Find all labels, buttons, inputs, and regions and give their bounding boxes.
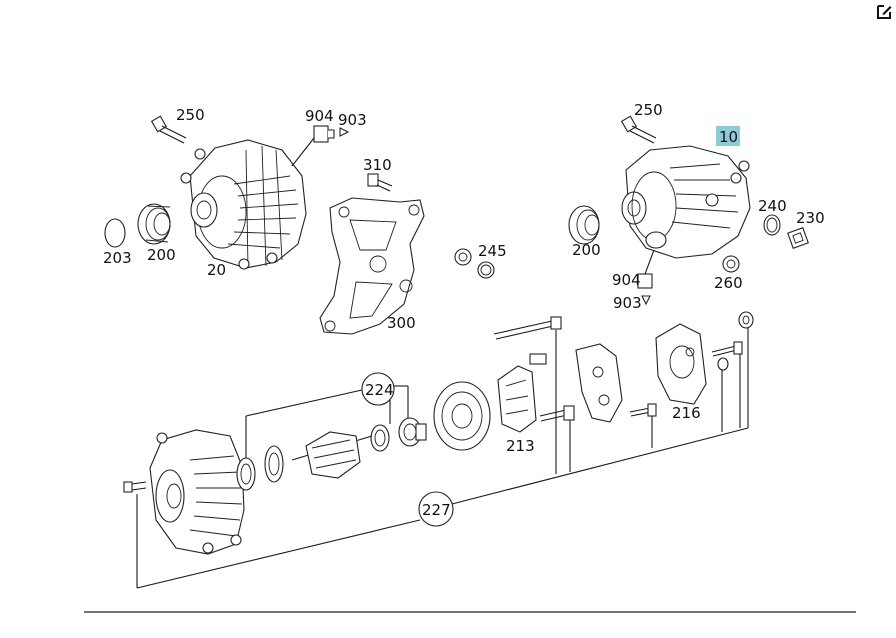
slip-ring-part <box>398 417 427 447</box>
callout-203[interactable]: 203 <box>103 249 132 267</box>
callout-310[interactable]: 310 <box>363 156 392 174</box>
callout-230[interactable]: 230 <box>796 209 825 227</box>
seal-part-right <box>763 214 781 236</box>
screw-part-mid <box>539 405 575 422</box>
callout-903-right[interactable]: 903 <box>613 294 642 312</box>
screw-part-right <box>629 403 657 417</box>
regulator-bracket-part <box>575 343 623 423</box>
plug-part-right <box>787 227 809 249</box>
pulley-part-right <box>568 205 600 245</box>
callout-240[interactable]: 240 <box>758 197 787 215</box>
callout-20[interactable]: 20 <box>207 261 226 279</box>
callout-213[interactable]: 213 <box>506 437 535 455</box>
plug-part <box>291 125 350 167</box>
mount-bolt-part <box>367 173 393 192</box>
small-screw-part <box>711 311 754 371</box>
bearing-part <box>236 424 390 491</box>
callout-260[interactable]: 260 <box>714 274 743 292</box>
callout-200-right[interactable]: 200 <box>572 241 601 259</box>
alternator-part-right <box>621 145 751 259</box>
callout-245[interactable]: 245 <box>478 242 507 260</box>
part-highlight <box>716 126 740 146</box>
callout-216[interactable]: 216 <box>672 404 701 422</box>
screw-part <box>123 481 147 493</box>
seal-part <box>454 248 495 279</box>
long-bolt-part <box>493 316 562 340</box>
callout-300[interactable]: 300 <box>387 314 416 332</box>
housing-part <box>149 429 245 555</box>
nut-part <box>722 255 740 273</box>
regulator-cover-part <box>655 323 707 405</box>
edit-icon[interactable] <box>874 2 894 22</box>
bolt-part <box>150 115 187 144</box>
leader-lines <box>136 328 749 589</box>
rotor-part <box>291 431 373 479</box>
rectifier-part <box>497 353 547 433</box>
callout-250-left[interactable]: 250 <box>176 106 205 124</box>
bolt-part-right <box>620 115 657 144</box>
callout-227[interactable]: 227 <box>422 501 451 519</box>
callout-250-right[interactable]: 250 <box>634 101 663 119</box>
callout-10[interactable]: 10 <box>719 128 738 146</box>
mounting-bracket-part <box>319 197 425 335</box>
plug-part-lower <box>637 249 655 306</box>
end-cap-part <box>104 218 126 248</box>
callout-904-right[interactable]: 904 <box>612 271 641 289</box>
callout-200-left[interactable]: 200 <box>147 246 176 264</box>
callout-circle-224 <box>361 372 395 406</box>
pulley-part <box>137 203 171 245</box>
callout-224[interactable]: 224 <box>365 381 394 399</box>
callout-904-left[interactable]: 904 <box>305 107 334 125</box>
callout-903-left[interactable]: 903 <box>338 111 367 129</box>
alternator-part <box>180 139 307 270</box>
end-shield-part <box>433 381 491 451</box>
callout-circle-227 <box>418 491 454 527</box>
